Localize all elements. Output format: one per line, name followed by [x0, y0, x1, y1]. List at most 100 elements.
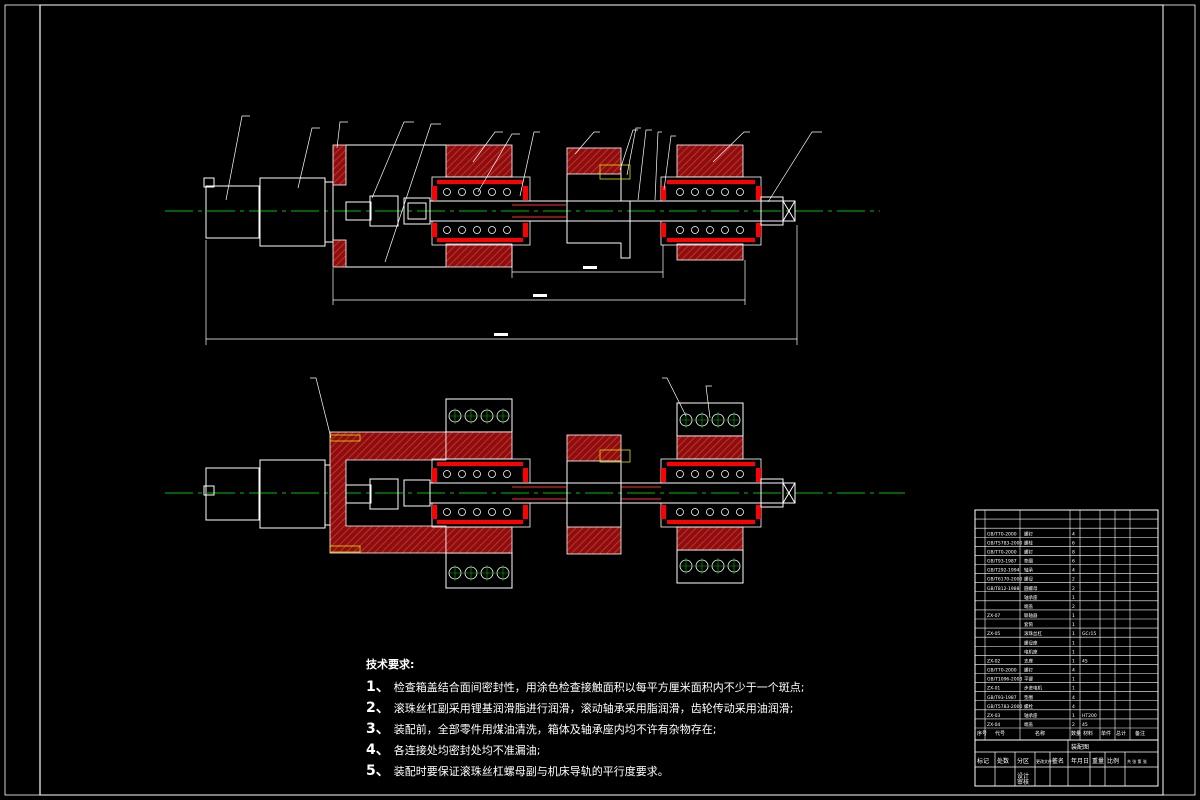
bom-material: GCr15 — [1082, 631, 1096, 637]
title-block-checker: 审核 — [1017, 778, 1029, 786]
leader-lines — [225, 115, 822, 263]
title-block-scale: 比例 — [1107, 757, 1119, 765]
bom-qty: 1 — [1072, 658, 1075, 664]
bearing-base-right-top — [676, 402, 744, 437]
bom-qty: 1 — [1072, 613, 1075, 619]
nut-bolt-section — [599, 164, 631, 180]
bearing-base-left-top — [445, 398, 513, 433]
section-view — [165, 115, 880, 345]
bom-name: 垫圈 — [1024, 558, 1033, 565]
bearing-block-right-top — [676, 144, 744, 178]
bom-qty: 8 — [1072, 549, 1075, 555]
bearing-balls-right-top — [676, 470, 744, 516]
bom-name: 支座 — [1024, 657, 1033, 664]
title-block-label-change: 更改文件号 — [1036, 758, 1056, 764]
tech-requirement-text: 装配前，全部零件用煤油清洗，箱体及轴承座内均不许有杂物存在; — [393, 723, 717, 736]
bom-name: 轴承 — [1024, 567, 1033, 574]
dimension-lines — [205, 225, 798, 345]
bearing-seal-right — [661, 180, 761, 242]
bom-qty: 1 — [1072, 622, 1075, 628]
bom-material: HT200 — [1082, 713, 1097, 719]
bom-name: 平键 — [1024, 676, 1033, 683]
bom-qty: 4 — [1072, 695, 1075, 701]
bom-code: GB/T93-1987 — [987, 695, 1017, 701]
bom-name: 螺钉 — [1024, 667, 1033, 674]
title-block-sheet: 共 张 第 张 — [1127, 758, 1147, 764]
bom-qty: 6 — [1072, 540, 1075, 546]
tech-requirement-text: 检查箱盖结合面间密封性，用涂色检查接触面积以每平方厘米面积内不少于一个斑点; — [393, 681, 805, 694]
tech-requirement-1: 1、检查箱盖结合面间密封性，用涂色检查接触面积以每平方厘米面积内不少于一个斑点; — [366, 677, 804, 698]
tech-requirements: 技术要求: 1、检查箱盖结合面间密封性，用涂色检查接触面积以每平方厘米面积内不少… — [366, 655, 804, 782]
stepper-motor — [203, 177, 334, 247]
tech-requirement-text: 装配时要保证滚珠丝杠螺母副与机床导轨的平行度要求。 — [393, 765, 669, 778]
bearing-balls-left — [443, 188, 511, 234]
bom-name: 联轴器 — [1024, 612, 1038, 619]
bom-name: 套筒 — [1024, 621, 1033, 628]
bom-name: 螺栓 — [1024, 539, 1033, 546]
bom-code: GB/T93-1987 — [987, 559, 1017, 565]
bom-qty: 1 — [1072, 713, 1075, 719]
bom-name: 端盖 — [1024, 721, 1033, 728]
tech-requirement-num: 2、 — [366, 700, 390, 716]
bom-header-cell: 备注 — [1135, 730, 1145, 737]
bom-header-cell: 单件 — [1101, 730, 1111, 737]
title-block-label-zone: 分区 — [1017, 757, 1029, 765]
bom-header-cell: 材料 — [1083, 730, 1093, 737]
bom-header-cell: 代号 — [995, 730, 1005, 737]
lock-nut-top — [760, 478, 796, 508]
bom-name: 螺栓 — [1024, 703, 1033, 710]
bearing-block-left-bottom — [445, 243, 513, 268]
tech-requirement-num: 5、 — [366, 763, 390, 779]
bom-name: 电机座 — [1024, 648, 1038, 655]
bom-code: ZX-07 — [987, 613, 1000, 619]
tech-requirement-num: 4、 — [366, 742, 390, 758]
bearing-block-left-hatch-bottom — [445, 526, 513, 554]
nut-seat-top-hatch-upper — [566, 434, 622, 462]
title-block-label-date: 年月日 — [1071, 757, 1089, 765]
bom-code: GB/T6170-2000 — [987, 577, 1023, 583]
bom-code: GB/T1096-2003 — [987, 677, 1023, 683]
bom-code: GB/T5783-2000 — [987, 704, 1023, 710]
bom-qty: 1 — [1072, 595, 1075, 601]
title-block-label-count: 处数 — [997, 757, 1009, 765]
title-block-designer: 设计 — [1017, 772, 1029, 780]
bom-name: 螺钉 — [1024, 530, 1033, 537]
bom-code: GB/T812-1988 — [987, 586, 1020, 592]
bearing-seal-left-top — [432, 462, 528, 524]
tech-requirement-3: 3、装配前，全部零件用煤油清洗，箱体及轴承座内均不许有杂物存在; — [366, 719, 804, 740]
nut-bolt-top — [599, 449, 631, 463]
nut-seat-top-hatch-lower — [566, 526, 622, 555]
bom-qty: 4 — [1072, 668, 1075, 674]
lock-nut — [760, 196, 796, 226]
coupling-top — [345, 478, 431, 510]
title-block-label-sign: 签名 — [1052, 757, 1064, 765]
bracket-bolts — [329, 434, 361, 553]
bom-code: ZX-01 — [987, 686, 1000, 692]
bom-code: ZX-05 — [987, 631, 1000, 637]
bearing-block-right-hatch-bottom — [676, 526, 744, 551]
title-block-label-mark: 标记 — [977, 757, 989, 765]
tech-requirement-text: 滚珠丝杠副采用锂基润滑脂进行润滑，滚动轴承采用脂润滑，齿轮传动采用油润滑; — [393, 702, 794, 715]
top-view — [165, 377, 905, 589]
bearing-balls-left-top — [443, 470, 511, 516]
title-block-weight: 重量 — [1092, 757, 1104, 765]
bom-name: 滚珠丝杠 — [1024, 630, 1042, 637]
bom-qty: 2 — [1072, 722, 1075, 728]
tech-requirement-4: 4、各连接处均密封处均不准漏油; — [366, 740, 804, 761]
leader-lines-top — [310, 377, 712, 439]
bom-name: 轴承座 — [1024, 594, 1038, 601]
bom-header-cell: 名称 — [1035, 730, 1045, 737]
bom-material: 45 — [1082, 658, 1088, 664]
bom-material: 45 — [1082, 722, 1088, 728]
motor-mount-hatch-top — [332, 144, 347, 186]
tech-requirement-num: 1、 — [366, 679, 390, 695]
bom-name: 圆螺母 — [1024, 585, 1038, 592]
bolt-cross-left — [449, 408, 509, 581]
bearing-seal-right-top — [661, 462, 761, 524]
bom-qty: 6 — [1072, 559, 1075, 565]
bom-name: 螺母 — [1024, 576, 1033, 583]
bearing-base-right-bottom — [676, 549, 744, 584]
tech-requirement-num: 3、 — [366, 721, 390, 737]
